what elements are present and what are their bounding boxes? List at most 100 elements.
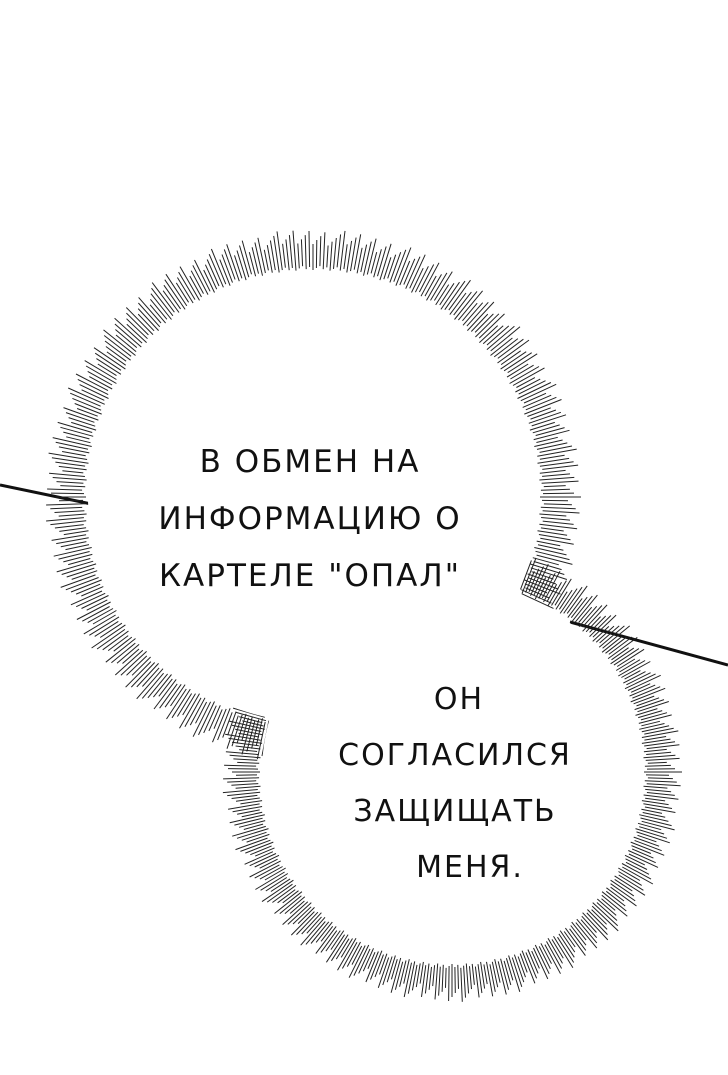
burst-hatch-line	[534, 944, 550, 975]
bubble-fill	[88, 272, 642, 962]
burst-hatch-line	[595, 625, 615, 643]
burst-hatch-line	[114, 323, 142, 348]
burst-hatch-line	[418, 264, 435, 293]
burst-hatch-line	[627, 674, 661, 691]
burst-hatch-line	[558, 589, 573, 610]
burst-hatch-line	[538, 534, 571, 541]
burst-hatch-line	[497, 338, 524, 359]
burst-hatch-line	[424, 963, 430, 994]
burst-hatch-line	[530, 567, 568, 580]
burst-hatch-line	[340, 938, 353, 958]
burst-hatch-line	[231, 783, 259, 786]
burst-hatch-line	[83, 614, 116, 635]
burst-hatch-line	[390, 957, 402, 993]
burst-hatch-line	[592, 614, 617, 638]
burst-hatch-line	[516, 377, 536, 388]
burst-hatch-line	[567, 598, 583, 618]
burst-hatch-line	[527, 407, 551, 417]
burst-hatch-line	[66, 436, 91, 444]
burst-hatch-line	[547, 582, 562, 606]
burst-hatch-line	[212, 708, 227, 743]
burst-hatch-line	[63, 431, 90, 440]
burst-hatch-line	[51, 457, 89, 464]
burst-hatch-line	[290, 911, 315, 936]
burst-hatch-line	[582, 912, 609, 941]
burst-hatch-line	[605, 890, 626, 907]
burst-hatch-line	[445, 967, 447, 988]
burst-hatch-line	[457, 964, 459, 989]
burst-hatch-line	[644, 806, 676, 813]
burst-hatch-line	[643, 803, 673, 809]
burst-hatch-line	[235, 711, 267, 722]
burst-hatch-line	[142, 667, 160, 687]
burst-hatch-line	[61, 563, 97, 575]
burst-hatch-line	[610, 647, 635, 665]
burst-hatch-line	[50, 506, 83, 510]
burst-hatch-line	[76, 408, 98, 417]
burst-hatch-line	[541, 517, 571, 521]
burst-hatch-line	[525, 587, 550, 599]
burst-hatch-line	[58, 446, 90, 454]
burst-hatch-line	[203, 705, 217, 734]
burst-hatch-line	[306, 916, 322, 934]
burst-hatch-line	[510, 364, 534, 380]
burst-hatch-line	[114, 317, 143, 344]
burst-hatch-line	[559, 930, 576, 953]
burst-hatch-line	[503, 352, 532, 372]
burst-hatch-line	[539, 445, 573, 453]
burst-hatch-line	[475, 313, 500, 338]
burst-hatch-line	[336, 234, 342, 268]
burst-hatch-line	[551, 939, 564, 959]
burst-hatch-line	[235, 797, 260, 802]
burst-hatch-line	[536, 436, 558, 443]
burst-hatch-line	[432, 965, 436, 987]
burst-hatch-line	[486, 961, 494, 997]
burst-hatch-line	[624, 673, 656, 690]
burst-hatch-line	[543, 485, 566, 488]
burst-hatch-line	[554, 578, 572, 606]
burst-hatch-line	[596, 898, 617, 916]
burst-hatch-line	[618, 874, 644, 891]
burst-hatch-line	[379, 243, 392, 281]
burst-hatch-line	[582, 605, 603, 628]
burst-hatch-line	[500, 958, 510, 990]
burst-hatch-line	[235, 837, 268, 851]
burst-hatch-line	[276, 231, 283, 271]
burst-hatch-line	[489, 964, 496, 992]
burst-hatch-line	[571, 595, 593, 623]
burst-hatch-line	[71, 421, 97, 431]
burst-hatch-line	[289, 900, 305, 914]
burst-hatch-line	[622, 866, 654, 885]
burst-hatch-line	[569, 928, 587, 951]
burst-hatch-line	[137, 308, 159, 331]
burst-hatch-line	[351, 945, 363, 965]
burst-hatch-line	[198, 701, 215, 736]
burst-hatch-line	[439, 283, 455, 306]
burst-hatch-line	[335, 938, 350, 960]
burst-hatch-line	[250, 845, 272, 856]
burst-hatch-line	[467, 301, 495, 331]
burst-hatch-line	[635, 828, 668, 839]
burst-hatch-line	[370, 251, 378, 274]
burst-hatch-line	[608, 636, 633, 655]
burst-hatch-line	[208, 705, 221, 732]
burst-hatch-line	[343, 244, 348, 270]
burst-hatch-line	[320, 930, 338, 953]
burst-hatch-line	[297, 243, 300, 269]
burst-hatch-line	[614, 878, 633, 892]
burst-hatch-line	[444, 280, 466, 310]
burst-hatch-line	[254, 242, 263, 276]
burst-hatch-line	[635, 708, 658, 716]
burst-hatch-line	[238, 732, 260, 738]
burst-hatch-line	[642, 812, 666, 818]
burst-hatch-line	[111, 642, 136, 664]
burst-hatch-line	[235, 785, 261, 789]
burst-hatch-line	[539, 476, 575, 481]
burst-hatch-line	[55, 461, 86, 467]
burst-hatch-line	[586, 912, 608, 935]
burst-hatch-line	[228, 720, 265, 730]
burst-hatch-line	[531, 571, 554, 580]
burst-hatch-line	[531, 950, 540, 969]
burst-hatch-line	[585, 616, 601, 633]
burst-hatch-line	[403, 258, 416, 285]
